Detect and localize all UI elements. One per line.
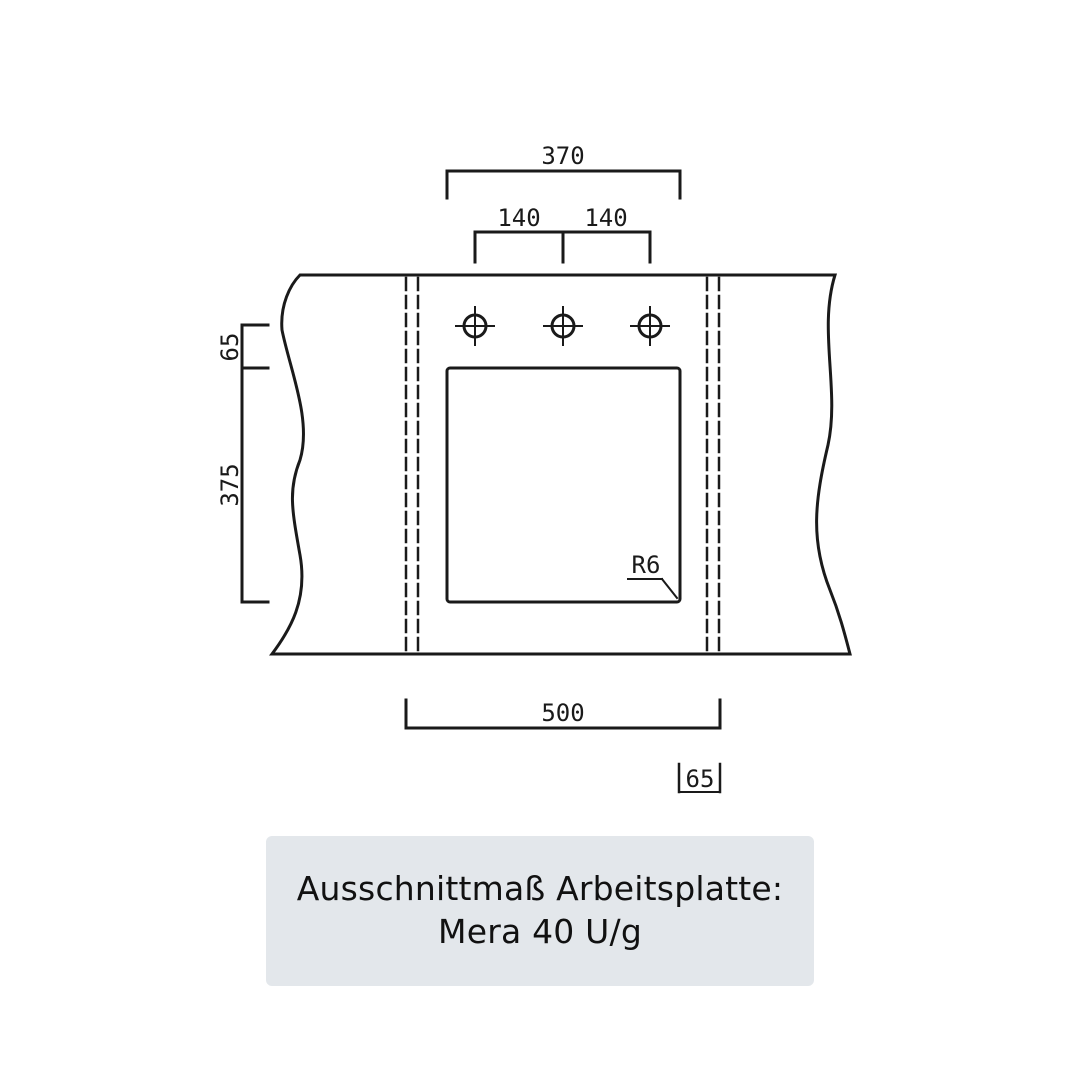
dim-label-r6: R6 [632, 551, 661, 579]
dim-label-140-right: 140 [584, 204, 627, 232]
tap-hole-left [455, 306, 495, 346]
dimension-marker-65-bottom [677, 762, 722, 794]
corner-radius-leader [627, 577, 679, 600]
dimension-line-370 [445, 169, 682, 200]
caption-box: Ausschnittmaß Arbeitsplatte: Mera 40 U/g [266, 836, 814, 986]
dim-label-65-left: 65 [216, 333, 244, 362]
dim-label-140-left: 140 [497, 204, 540, 232]
dim-label-370: 370 [541, 142, 584, 170]
caption-line-2: Mera 40 U/g [438, 912, 642, 951]
countertop-outline [269, 273, 852, 656]
tap-hole-right [630, 306, 670, 346]
dimension-line-140-140 [473, 230, 652, 264]
dim-label-375: 375 [216, 463, 244, 506]
dim-label-65-bottom: 65 [686, 765, 715, 793]
sink-cutout [445, 366, 682, 604]
dim-label-500: 500 [541, 699, 584, 727]
tap-hole-center [543, 306, 583, 346]
dimension-line-left [240, 323, 270, 604]
caption-line-1: Ausschnittmaß Arbeitsplatte: [296, 869, 784, 909]
dimension-line-500 [404, 698, 722, 730]
